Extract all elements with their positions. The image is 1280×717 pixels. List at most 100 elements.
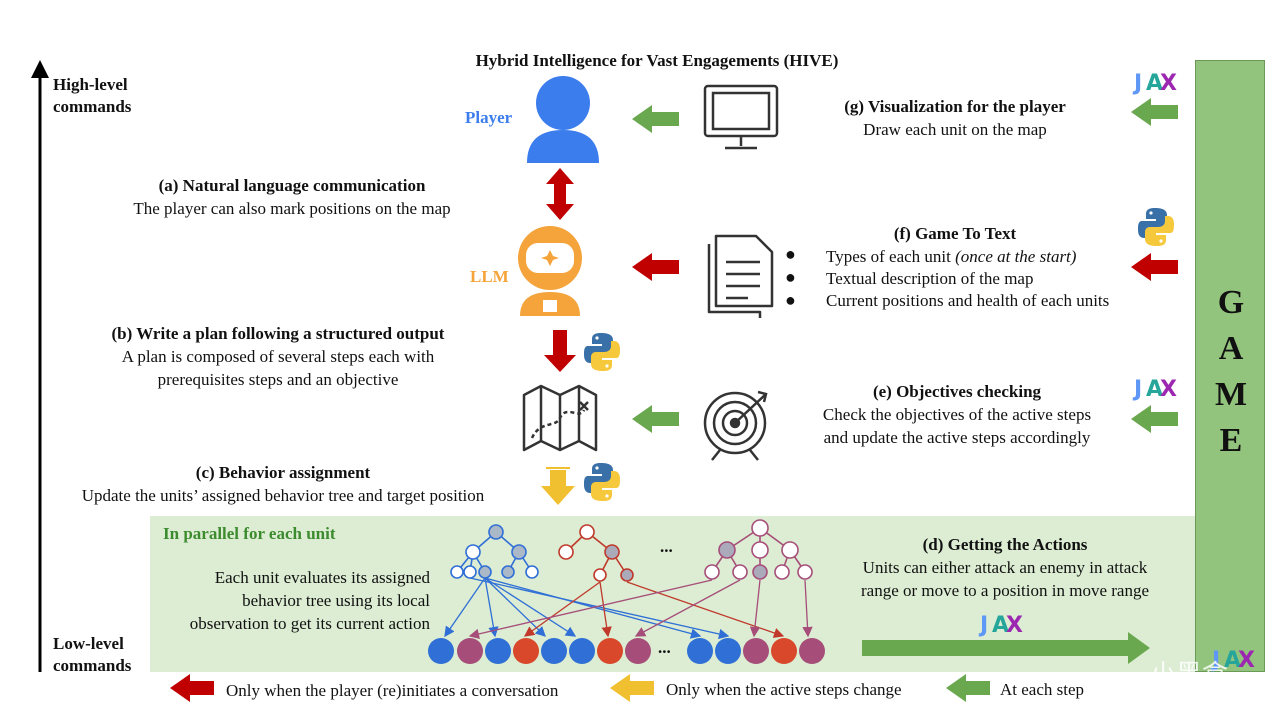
- legend-yellow-arrow: [610, 674, 654, 702]
- legend-red-arrow: [170, 674, 214, 702]
- axis-low-label-2: commands: [53, 656, 132, 675]
- unit-blue: [687, 638, 713, 664]
- behavior-tree-blue: [450, 524, 539, 579]
- svg-text:J: J: [1210, 648, 1220, 673]
- step-g-text: Draw each unit on the map: [863, 120, 1047, 139]
- unit-blue: [715, 638, 741, 664]
- unit-orange: [597, 638, 623, 664]
- python-icon: [1138, 208, 1174, 246]
- unit-plum: [743, 638, 769, 664]
- target-icon: [703, 390, 768, 461]
- units-ellipsis: ...: [658, 638, 671, 657]
- step-f-bullet-2: Textual description of the map: [826, 269, 1034, 288]
- svg-text:J: J: [978, 613, 988, 638]
- legend-yellow-text: Only when the active steps change: [666, 680, 902, 699]
- step-e-title: (e) Objectives checking: [872, 382, 1042, 401]
- step-f-bullet-1-note: (once at the start): [955, 247, 1077, 266]
- unit-blue: [485, 638, 511, 664]
- axis-high-label-1: High-level: [53, 75, 128, 94]
- robot-icon: [518, 226, 582, 316]
- step-b-title: (b) Write a plan following a structured …: [111, 324, 445, 343]
- unit-blue: [569, 638, 595, 664]
- step-f-bullet-3: Current positions and health of each uni…: [826, 291, 1110, 310]
- svg-text:A: A: [1224, 648, 1241, 673]
- step-e-text-1: Check the objectives of the active steps: [822, 405, 1092, 424]
- document-icon: [707, 234, 774, 318]
- game-letter: G: [1217, 284, 1245, 321]
- axis-low-label-1: Low-level: [53, 634, 124, 653]
- step-g-title: (g) Visualization for the player: [844, 97, 1066, 116]
- parallel-text-2: behavior tree using its local: [242, 591, 430, 610]
- game-letter: A: [1218, 330, 1244, 367]
- unit-plum: [799, 638, 825, 664]
- bullet: ●: [785, 267, 796, 287]
- step-c-text: Update the units’ assigned behavior tree…: [81, 486, 485, 505]
- axis-high-label-2: commands: [53, 97, 132, 116]
- step-f-bullet-1: Types of each unit (once at the start): [826, 247, 1077, 266]
- trees-ellipsis: ...: [660, 537, 673, 556]
- red-left-arrow: [632, 253, 679, 281]
- python-icon: [584, 333, 620, 371]
- step-f-title: (f) Game To Text: [893, 224, 1017, 243]
- parallel-title: In parallel for each unit: [163, 524, 336, 543]
- game-bar: G A M E: [1195, 60, 1265, 672]
- green-left-arrow: [1131, 98, 1178, 126]
- step-b-text-1: A plan is composed of several steps each…: [121, 347, 435, 366]
- bullet: ●: [785, 290, 796, 310]
- diagram-title: Hybrid Intelligence for Vast Engagements…: [475, 51, 839, 70]
- svg-text:X: X: [1238, 648, 1255, 673]
- svg-text:A: A: [1146, 377, 1163, 402]
- level-axis-arrow: [31, 60, 49, 672]
- unit-blue: [541, 638, 567, 664]
- monitor-icon: [703, 84, 779, 150]
- svg-text:A: A: [1146, 71, 1163, 96]
- player-label: Player: [465, 108, 513, 127]
- behavior-tree-plum: [704, 519, 813, 580]
- green-left-arrow: [632, 405, 679, 433]
- svg-text:X: X: [1006, 613, 1023, 638]
- legend-red-text: Only when the player (re)initiates a con…: [226, 681, 559, 700]
- svg-text:J: J: [1132, 377, 1142, 402]
- step-d-text-2: range or move to a position in move rang…: [861, 581, 1149, 600]
- step-d-title: (d) Getting the Actions: [922, 535, 1088, 554]
- step-a-title: (a) Natural language communication: [158, 176, 426, 195]
- unit-plum: [457, 638, 483, 664]
- svg-text:A: A: [992, 613, 1009, 638]
- watermark: 小黑盒: [1150, 660, 1229, 690]
- llm-label: LLM: [470, 267, 509, 286]
- units-row: [428, 638, 825, 664]
- svg-text:J: J: [1132, 71, 1142, 96]
- unit-plum: [625, 638, 651, 664]
- unit-blue: [428, 638, 454, 664]
- red-down-arrow: [544, 330, 576, 372]
- unit-orange: [513, 638, 539, 664]
- red-double-arrow: [546, 168, 574, 220]
- green-right-arrow: [862, 632, 1150, 664]
- unit-assignment-arrows: [444, 577, 813, 640]
- python-icon: [584, 463, 620, 501]
- svg-text:X: X: [1160, 377, 1177, 402]
- green-left-arrow: [1131, 405, 1178, 433]
- map-icon: [522, 384, 598, 452]
- red-left-arrow: [1131, 253, 1178, 281]
- legend-green-arrow: [946, 674, 990, 702]
- legend-green-text: At each step: [1000, 680, 1085, 699]
- game-letter: M: [1214, 376, 1248, 413]
- player-icon: [527, 76, 599, 163]
- step-a-text: The player can also mark positions on th…: [133, 199, 451, 218]
- step-e-text-2: and update the active steps accordingly: [823, 428, 1091, 447]
- unit-orange: [771, 638, 797, 664]
- behavior-tree-red: [558, 524, 634, 582]
- svg-text:X: X: [1160, 71, 1177, 96]
- parallel-text-3: observation to get its current action: [189, 614, 430, 633]
- step-d-text-1: Units can either attack an enemy in atta…: [862, 558, 1148, 577]
- bullet: ●: [785, 244, 796, 264]
- green-left-arrow: [632, 105, 679, 133]
- parallel-text-1: Each unit evaluates its assigned: [214, 568, 430, 587]
- step-c-title: (c) Behavior assignment: [195, 463, 371, 482]
